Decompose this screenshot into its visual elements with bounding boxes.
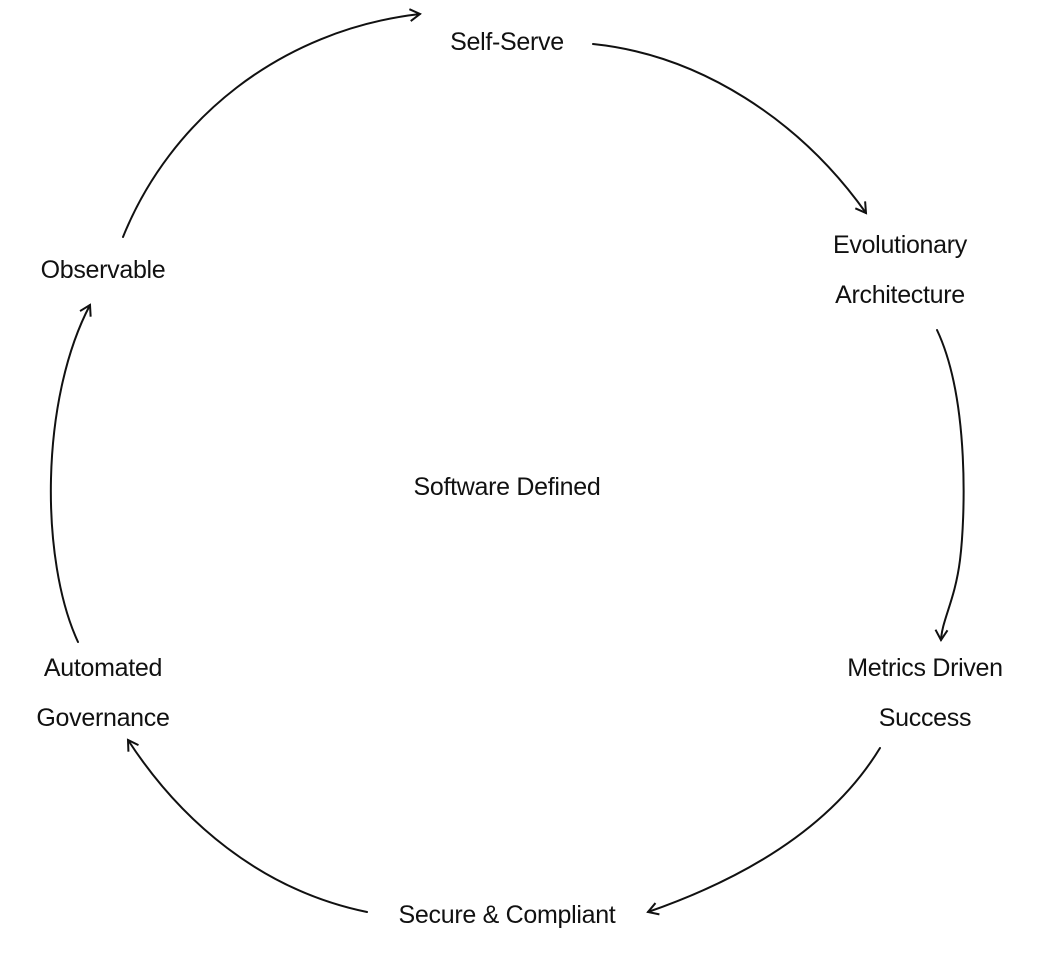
node-line: Self-Serve: [450, 28, 564, 56]
node-self-serve: Self-Serve: [450, 17, 564, 67]
node-line: Governance: [36, 704, 170, 732]
arrow-self-serve-to-evolutionary: [592, 43, 868, 215]
node-secure-compliant: Secure & Compliant: [399, 890, 616, 940]
node-metrics-driven-success: Metrics Driven Success: [847, 643, 1003, 743]
arrow-evolutionary-to-metrics: [934, 329, 965, 642]
node-line: Success: [878, 704, 972, 732]
node-line: Metrics Driven: [847, 654, 1003, 682]
node-line: Architecture: [835, 281, 965, 309]
node-line: Automated: [43, 654, 163, 682]
arrow-metrics-to-secure: [646, 747, 881, 916]
arrow-observable-to-self-serve: [122, 8, 422, 238]
node-line: Secure & Compliant: [398, 901, 616, 929]
node-line: Observable: [40, 256, 166, 284]
center-label: Software Defined: [413, 473, 601, 501]
arrow-secure-to-automated: [126, 738, 368, 913]
node-observable: Observable: [41, 245, 166, 295]
node-automated-governance: Automated Governance: [36, 643, 170, 743]
arrow-automated-to-observable: [49, 303, 92, 643]
node-evolutionary-architecture: Evolutionary Architecture: [833, 220, 967, 320]
node-line: Evolutionary: [833, 231, 967, 259]
